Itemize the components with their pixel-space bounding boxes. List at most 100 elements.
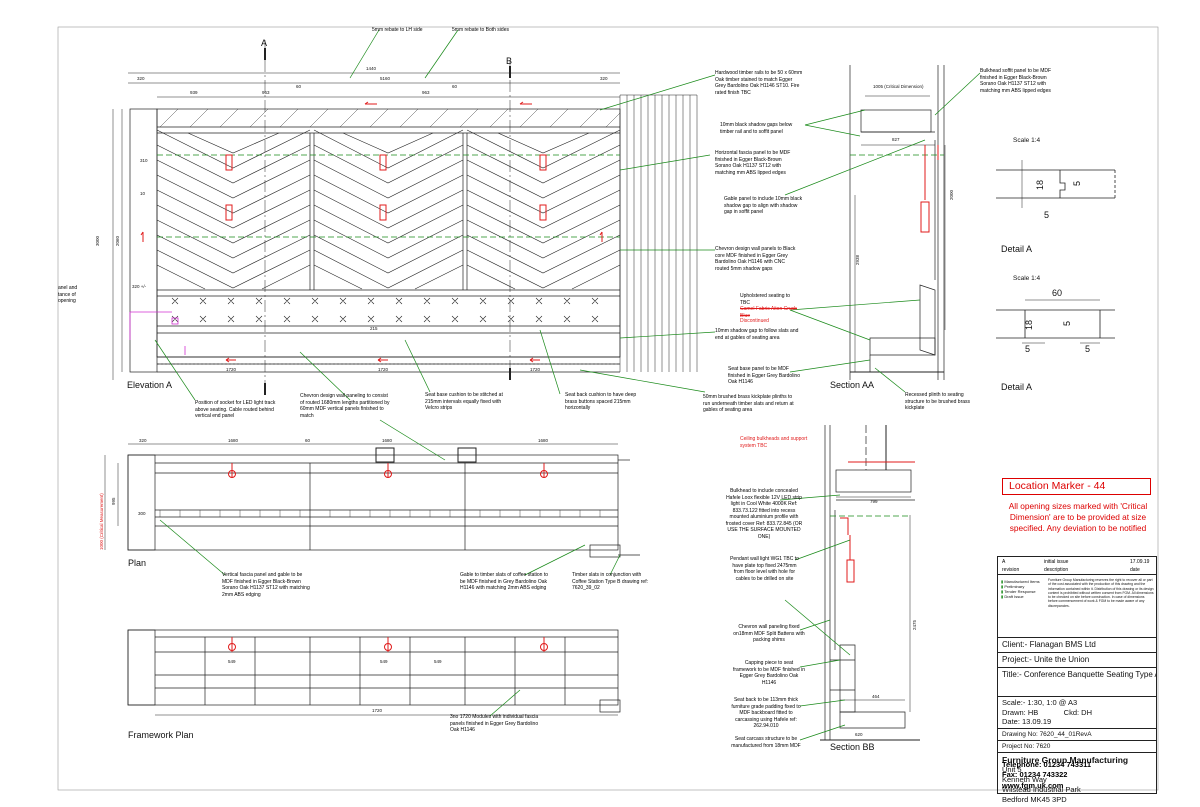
detail-1-dim-c: 5: [1044, 210, 1049, 220]
note-capping-piece: Capping piece to seat framework to be MD…: [733, 660, 805, 686]
fw-dim-1720: 1720: [372, 708, 383, 713]
detail-a-1-drawing: [996, 160, 1116, 208]
revision-header-rev: revision: [1002, 567, 1020, 573]
note-seat-base-cushion: Seat base cushion to be stitched at 215m…: [425, 392, 503, 411]
legend-disclaimer: Furniture Group Manufacturing reserves t…: [1048, 578, 1154, 608]
checked-by: Ckd: DH: [1063, 707, 1092, 717]
section-dim-2000: 2000: [949, 189, 954, 200]
scale-detail-1: Scale 1:4: [1013, 137, 1040, 144]
dim-1720-a: 1720: [226, 367, 237, 372]
critical-dimension-note: All opening sizes marked with 'Critical …: [1008, 501, 1148, 533]
plan-dim-995: 995: [111, 497, 116, 505]
dim-215: 215: [370, 326, 378, 331]
fw-dim-549-c: 549: [434, 659, 442, 664]
note-timber-rails: Hardwood timber rails to be 50 x 60mm Oa…: [715, 70, 803, 96]
section-aa-light: [920, 145, 939, 233]
dim-1720-b: 1720: [378, 367, 389, 372]
title-block: ▮ Manufactured Items ▮ Preliminary ▮ Ten…: [997, 574, 1157, 804]
annotation-leaders: [154, 29, 981, 741]
framework-red-markers: [228, 637, 548, 652]
plan-dim-300: 300: [138, 511, 146, 516]
fw-dim-549-b: 549: [380, 659, 388, 664]
website: www.fgm.uk.com: [1002, 781, 1064, 790]
note-led-socket: Position of socket for LED light track a…: [195, 400, 276, 419]
note-seat-carcass: Seat carcass structure to be manufacture…: [731, 736, 801, 749]
detail-1-dim-a: 18: [1035, 180, 1045, 190]
dim-320-left: 320: [137, 76, 145, 81]
bb-dim-2475: 2475: [912, 619, 917, 630]
section-dim-827: 827: [892, 137, 900, 142]
note-chevron-paneling: Chevron design wall paneling to consist …: [300, 393, 390, 419]
note-black-shadow-gaps: 10mm black shadow gaps below timber rail…: [720, 122, 793, 135]
note-bulkhead-soffit: Bulkhead soffit panel to be MDF finished…: [980, 68, 1052, 94]
bb-dim-620: 620: [855, 732, 863, 737]
title-row: Title:- Conference Banquette Seating Typ…: [998, 668, 1156, 697]
revision-code: A: [1002, 559, 1006, 565]
legend-item: ▮ Manufactured Items: [1001, 579, 1040, 584]
note-pendant-light: Pendant wall light WG1 TBC to have plate…: [730, 556, 799, 582]
plan-dim-320: 320: [139, 438, 147, 443]
plan-dim-1680-c: 1680: [538, 438, 549, 443]
dim-10: 10: [140, 191, 146, 196]
note-seat-back: Seat back to be 113mm thick furniture gr…: [731, 697, 801, 729]
note-chevron-fixed: Chevron wall paneling fixed on18mm MDF S…: [733, 624, 805, 643]
detail-a-2-drawing: [996, 299, 1115, 344]
detail-2-dim-b: 5: [1062, 321, 1072, 326]
elevation-datum-lines: [157, 154, 620, 238]
dim-60-b: 60: [452, 84, 458, 89]
legend-item: ▮ Draft Issue: [1001, 594, 1024, 599]
section-bb-drawing: [820, 425, 920, 741]
title-detail-a-1: Detail A: [1001, 244, 1032, 254]
title-elevation-a: Elevation A: [127, 380, 172, 390]
note-upholstered: Upholstered seating to TBC: [740, 293, 791, 306]
legend-list: ▮ Manufactured Items ▮ Preliminary ▮ Ten…: [1001, 579, 1045, 599]
plan-dim-1680-a: 1680: [228, 438, 239, 443]
note-seat-base-panel: Seat base panel to be MDF finished in Eg…: [728, 366, 800, 385]
scale-detail-2: Scale 1:4: [1013, 275, 1040, 282]
section-marker-b: B: [506, 56, 512, 66]
title-section-bb: Section BB: [830, 742, 875, 752]
company-name: Furniture Group Manufacturing: [1002, 754, 1129, 765]
dim-5160: 5160: [380, 76, 391, 81]
scale-text: Scale:- 1:30, 1:0 @ A3: [1002, 698, 1078, 707]
note-rebate-lh: 5mm rebate to LH side: [372, 27, 423, 33]
telephone: Telephone: 01234 743311: [1002, 760, 1092, 769]
revision-header-date: date: [1130, 567, 1140, 573]
dim-1720-c: 1720: [530, 367, 541, 372]
detail-2-dim-c: 5: [1025, 344, 1030, 354]
title-detail-a-2: Detail A: [1001, 382, 1032, 392]
note-recessed-plinth: Recessed plinth to seating structure to …: [905, 392, 971, 411]
address-line-3: Wilstead Industrial Park: [1002, 784, 1081, 794]
note-gable-timber: Gable to timber slats of coffee station …: [460, 572, 549, 591]
note-bulkhead-led: Bulkhead to include concealed Hafele Loo…: [725, 488, 803, 540]
revision-table: A initial issue 17.09.19 revision descri…: [997, 556, 1157, 574]
date-text: Date: 13.09.19: [1002, 717, 1052, 726]
note-rebate-both: 5mm rebate to Both sides: [452, 27, 509, 33]
elevation-a-drawing: [112, 40, 698, 395]
title-section-aa: Section AA: [830, 380, 874, 390]
title-framework-plan: Framework Plan: [128, 730, 194, 740]
plan-drawing: [104, 443, 640, 558]
note-discontinued: Discontinued: [740, 318, 769, 324]
drawing-number: Drawing No: 7620_44_01RevA: [998, 729, 1156, 741]
legend-item: ▮ Preliminary: [1001, 584, 1025, 589]
elevation-red-markers: [140, 101, 603, 363]
project-number: Project No: 7620: [998, 741, 1156, 753]
plan-red-markers: [228, 463, 548, 478]
location-marker: Location Marker - 44: [1002, 478, 1151, 495]
drawing-info: Scale:- 1:30, 1:0 @ A3 Drawn: HB Ckd: DH…: [998, 697, 1156, 729]
revision-date: 17.09.19: [1130, 559, 1150, 565]
dim-320-plusminus: 320 +/-: [132, 284, 147, 289]
note-chevron-panels: Chevron design wall panels to Black core…: [715, 246, 796, 272]
note-left-clipped: anel and tance of opening: [58, 285, 78, 304]
note-horizontal-fascia: Horizontal fascia panel to be MDF finish…: [715, 150, 791, 176]
revision-header-desc: description: [1044, 567, 1069, 573]
client-row: Client:- Flanagan BMS Ltd: [998, 638, 1156, 653]
note-modules: 3no 1720 Modules with individual fascia …: [450, 714, 539, 733]
dim-1440: 1440: [366, 66, 377, 71]
address-line-1: Unit 5: [1002, 764, 1022, 774]
section-dim-1005: 1005 (Critical Dimension): [873, 84, 924, 89]
note-timber-slats: Timber slats in conjunction with Coffee …: [572, 572, 648, 591]
detail-2-dim-top: 60: [1052, 288, 1062, 298]
